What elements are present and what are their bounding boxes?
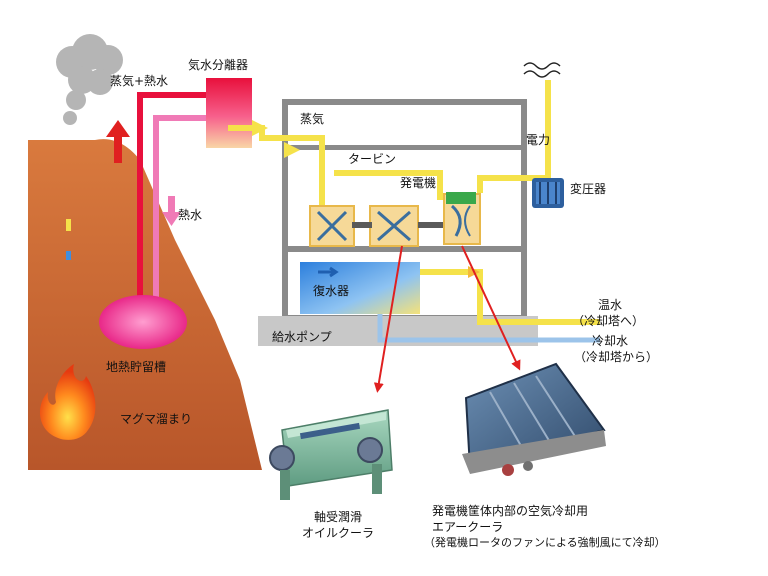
rising-arrow-icon — [106, 120, 130, 163]
label-air-cooler-3: （発電機ロータのファンによる強制風にて冷却） — [424, 536, 666, 549]
label-oil-cooler-1: 軸受潤滑 — [313, 510, 362, 524]
label-air-cooler-1: 発電機筐体内部の空気冷却用 — [432, 504, 589, 518]
condenser-flow-arrow-icon — [318, 266, 339, 278]
label-steam-water: 蒸気+熱水 — [110, 74, 169, 88]
hot-water-arrow-icon — [162, 196, 181, 226]
pointer-arrow-oil-cooler — [373, 245, 403, 393]
label-magma: マグマ溜まり — [120, 412, 193, 426]
label-power: 電力 — [526, 133, 551, 147]
label-condenser: 復水器 — [313, 284, 350, 298]
label-warm-water: 温水 — [598, 298, 623, 312]
transformer-icon — [532, 178, 564, 208]
building-upper-floor — [285, 145, 524, 150]
legend-water-marker — [66, 251, 71, 260]
turbine-icon — [309, 205, 446, 247]
steam-cloud-icon — [56, 34, 123, 125]
steam-flow-arrow-icon — [252, 120, 300, 158]
label-oil-cooler-2: オイルクーラ — [301, 526, 374, 540]
production-well-pipe — [137, 92, 206, 305]
label-hot-water: 熱水 — [178, 208, 203, 222]
label-generator: 発電機 — [400, 176, 437, 190]
label-cooling-water-src: （冷却塔から） — [574, 350, 659, 364]
label-separator: 気水分離器 — [188, 58, 249, 72]
power-wave-icon — [523, 62, 561, 78]
label-feed-pump: 給水ポンプ — [272, 330, 332, 344]
steam-pipes — [228, 80, 600, 325]
label-steam: 蒸気 — [300, 112, 325, 126]
pointer-arrow-air-cooler — [461, 245, 521, 371]
building-middle-floor — [285, 246, 524, 252]
oil-cooler-image — [269, 409, 393, 500]
label-air-cooler-2: エアークーラ — [432, 520, 504, 534]
label-cooling-water: 冷却水 — [592, 334, 629, 348]
generator-icon — [443, 192, 481, 245]
geothermal-reservoir — [99, 295, 187, 349]
label-reservoir: 地熱貯留槽 — [106, 360, 167, 374]
label-transformer: 変圧器 — [570, 182, 607, 196]
steam-separator — [206, 78, 252, 148]
label-turbine: タービン — [348, 152, 397, 166]
reinjection-well-pipe — [153, 115, 210, 305]
legend-steam-marker — [66, 219, 71, 231]
label-warm-water-dest: （冷却塔へ） — [572, 314, 645, 328]
flame-icon — [39, 364, 96, 440]
air-cooler-image — [462, 362, 606, 476]
